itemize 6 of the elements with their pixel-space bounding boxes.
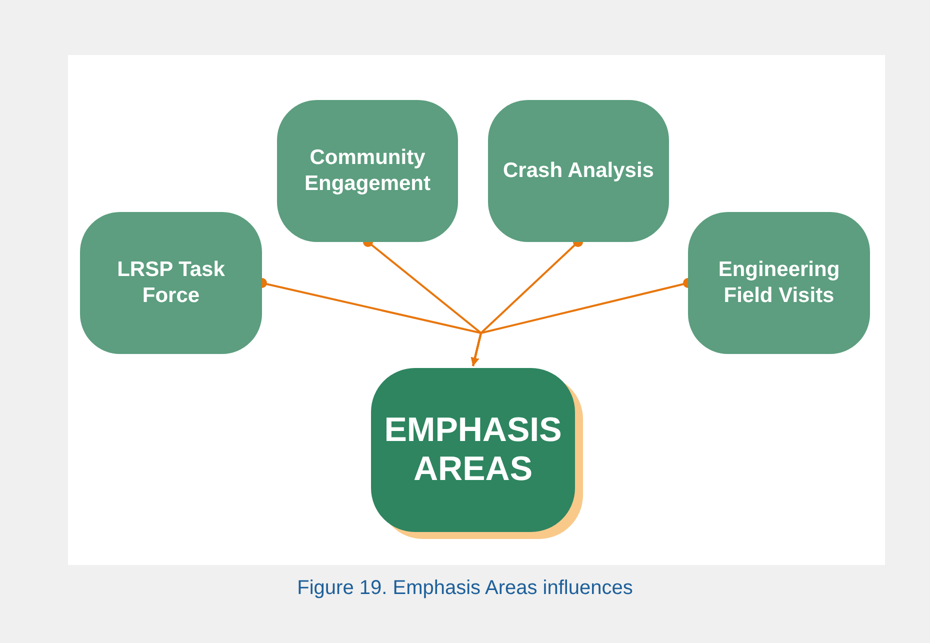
figure-caption: Figure 19. Emphasis Areas influences [297, 577, 633, 599]
rounded-box: Crash Analysis [488, 100, 669, 242]
main-rounded-box: EMPHASIS AREAS [371, 368, 575, 532]
rounded-box: Community Engagement [277, 100, 458, 242]
rounded-box: LRSP Task Force [80, 212, 262, 354]
rounded-box: Engineering Field Visits [688, 212, 870, 354]
